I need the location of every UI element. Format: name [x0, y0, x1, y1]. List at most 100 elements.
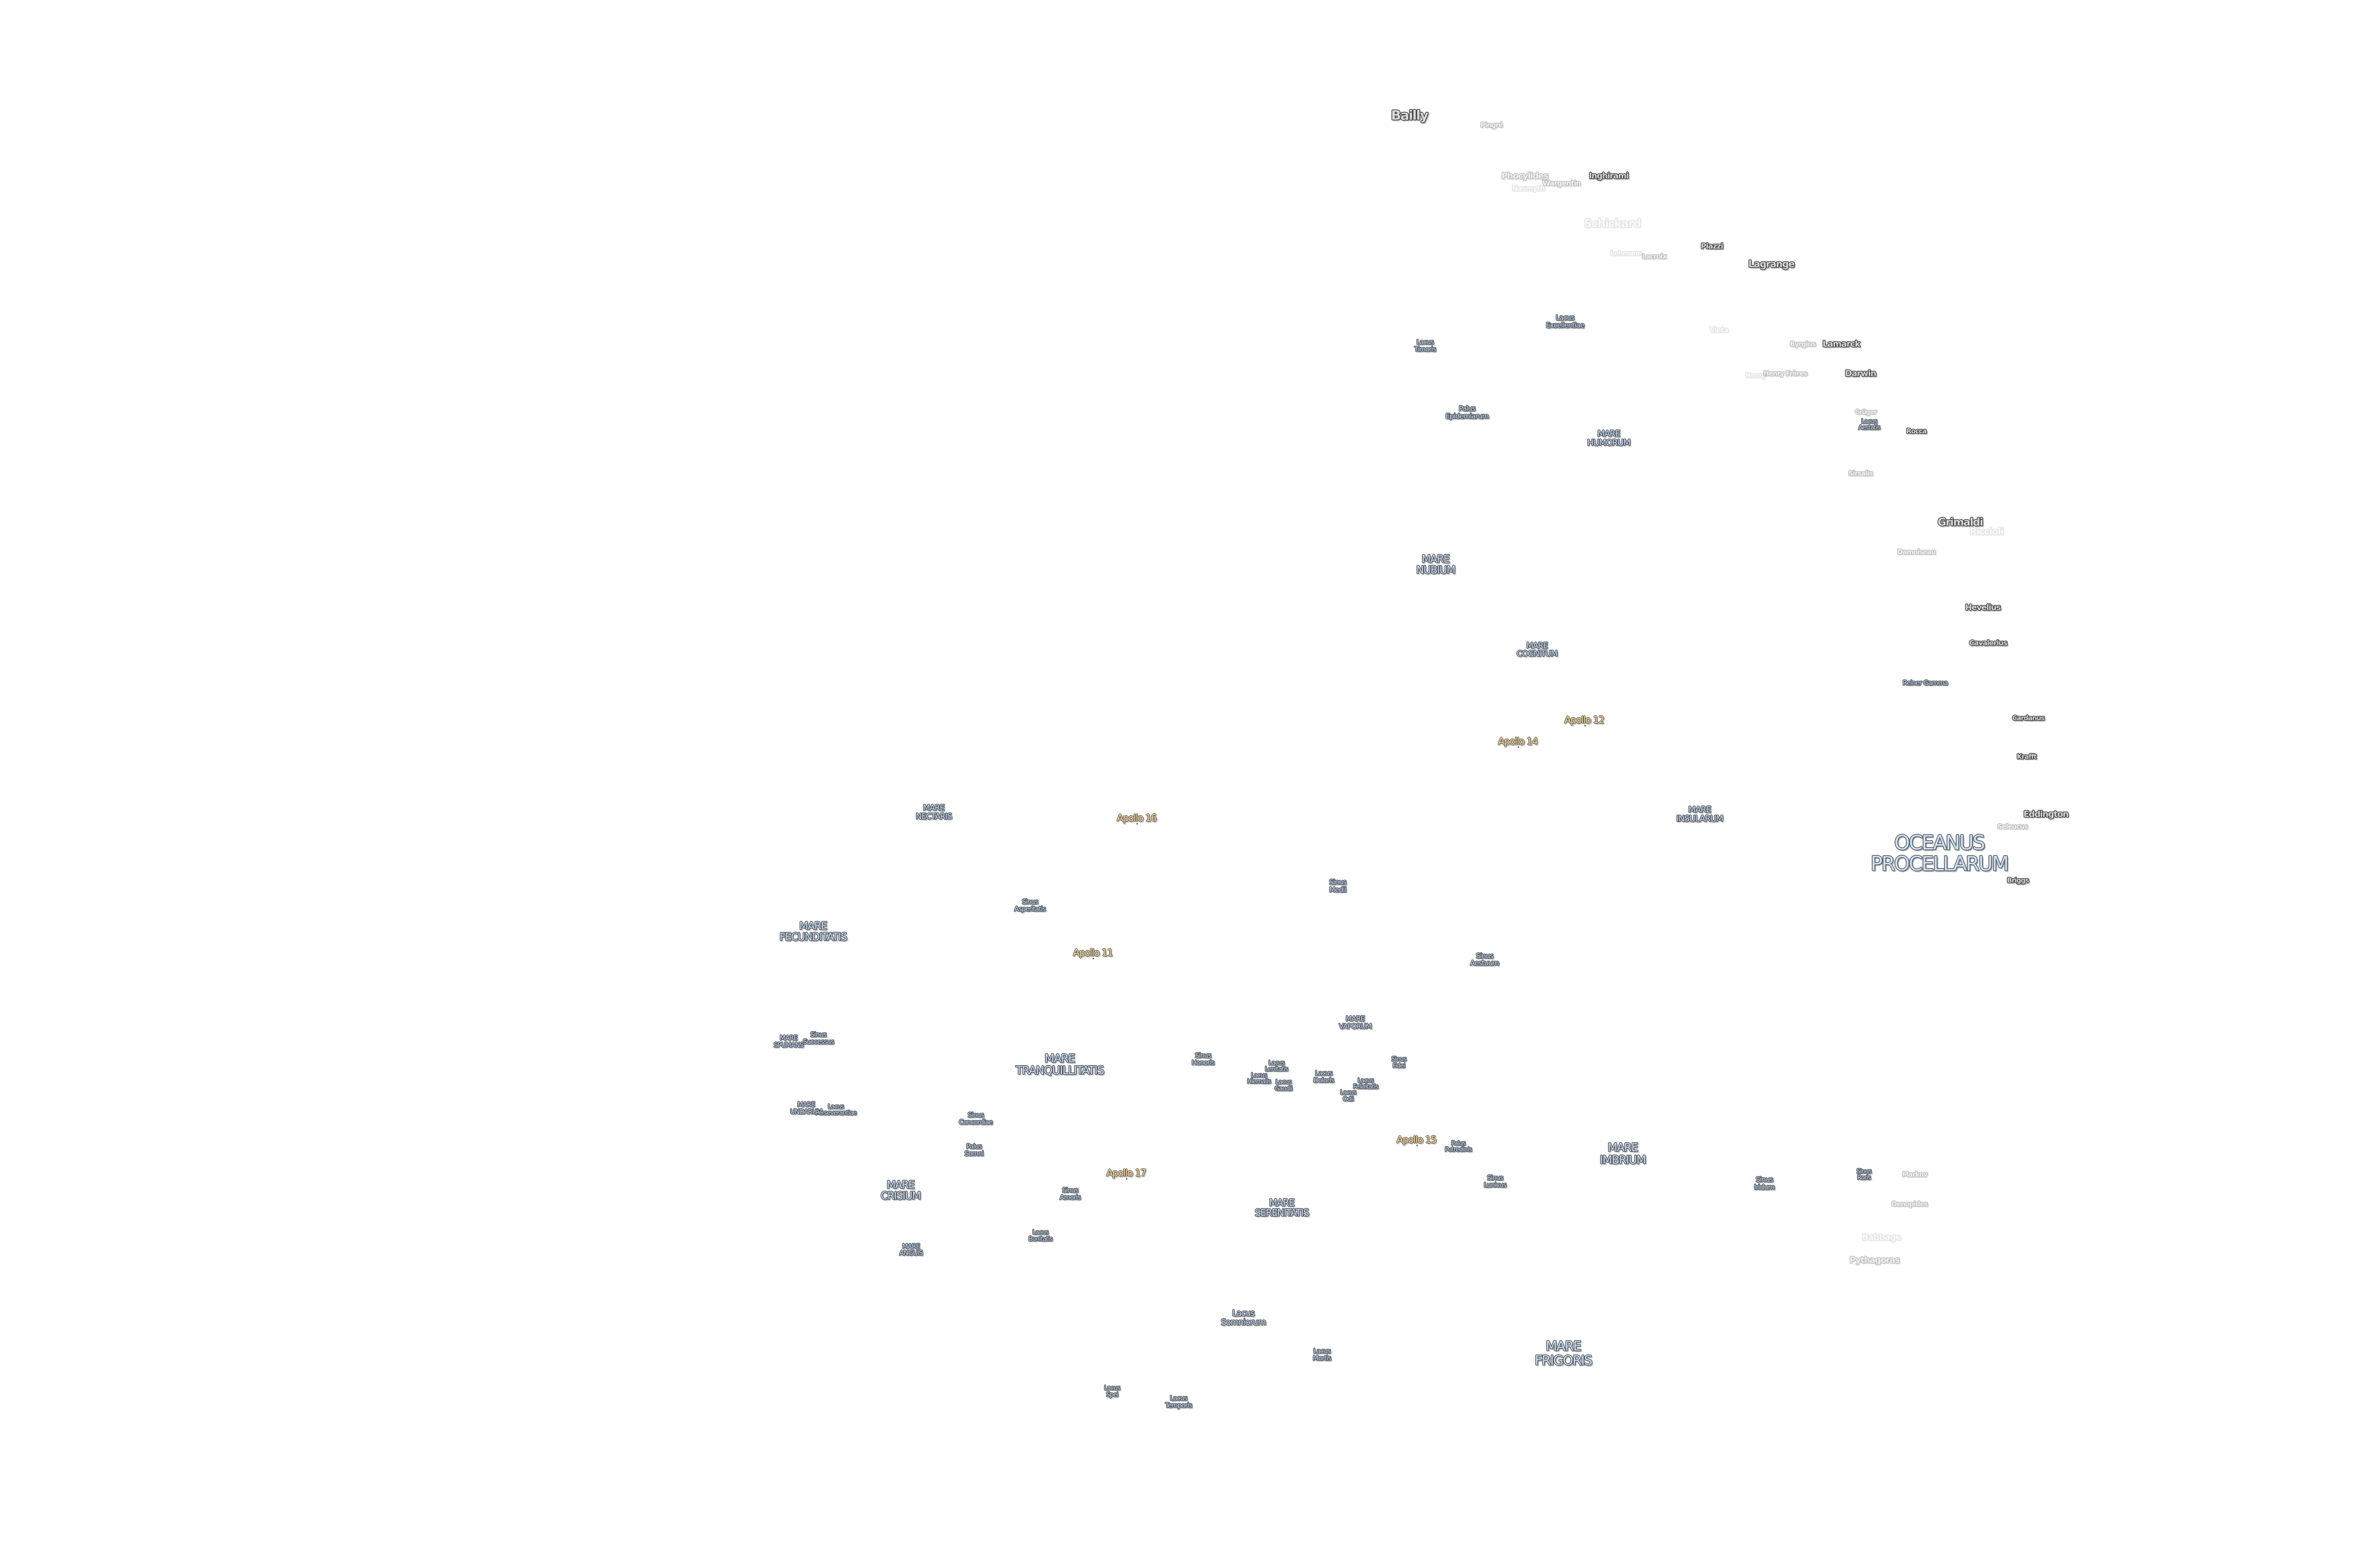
landing-site-marker-icon	[1517, 746, 1519, 748]
label-text: Lacus Spei	[1104, 1384, 1121, 1399]
crater-label-cardanus: Cardanus	[2012, 715, 2044, 722]
mare-label-mare-serenitatis: MARE SERENITATIS	[1255, 1198, 1309, 1218]
crater-label-byrgius: Byrgius	[1790, 340, 1816, 348]
label-text: Riccioli	[1969, 525, 2004, 537]
label-text: MARE HUMORUM	[1587, 429, 1631, 448]
crater-label-oenopides: Oenopides	[1891, 1201, 1928, 1208]
crater-label-schickard: Schickard	[1584, 217, 1641, 230]
label-text: Henry	[1745, 372, 1766, 380]
label-text: Lacus Felicitatis	[1353, 1077, 1378, 1091]
label-text: MARE ANGUIS	[899, 1242, 923, 1257]
mare-label-mare-cognitum: MARE COGNITUM	[1517, 642, 1558, 659]
label-text: Briggs	[2007, 877, 2029, 885]
crater-label-lamarck: Lamarck	[1823, 339, 1861, 349]
label-text: Henry Frères	[1763, 370, 1808, 378]
label-text: Wargentin	[1542, 178, 1581, 188]
mare-label-lacus-bonitatis: Lacus Bonitatis	[1029, 1229, 1053, 1243]
label-text: MARE IMBRIUM	[1599, 1141, 1646, 1166]
mare-label-lacus-mortis: Lacus Mortis	[1313, 1348, 1331, 1362]
crater-label-henry-freres: Henry Frères	[1763, 370, 1808, 378]
label-text: Lacus Timoris	[1414, 338, 1436, 354]
crater-label-phocylides: Phocylides	[1501, 172, 1548, 181]
label-text: Lacus Aestatis	[1858, 418, 1881, 432]
landing-site-marker-icon	[1092, 958, 1094, 959]
crater-label-vieta: Vieta	[1709, 326, 1728, 334]
label-text: MARE UNDARUM	[790, 1101, 823, 1116]
label-text: Palus Putredinis	[1445, 1140, 1472, 1154]
label-text: Krafft	[2017, 753, 2037, 761]
label-text: OCEANUS PROCELLARUM	[1870, 830, 2009, 875]
crater-label-cruger: Crüger	[1855, 409, 1877, 416]
label-text: MARE TRANQUILLITATIS	[1015, 1051, 1104, 1077]
crater-label-eddington: Eddington	[2023, 809, 2069, 820]
label-text: Darwin	[1845, 368, 1876, 379]
label-text: Nasmyth	[1512, 184, 1545, 193]
mare-label-mare-nectaris: MARE NECTARIS	[916, 804, 952, 821]
label-text: Bailly	[1391, 107, 1428, 123]
crater-label-pingre: Pingré	[1480, 122, 1503, 129]
label-text: Vieta	[1709, 326, 1728, 335]
label-text: Sinus Roris	[1856, 1167, 1872, 1182]
mare-label-lacus-doloris: Lacus Doloris	[1313, 1070, 1334, 1084]
mare-label-lacus-gaudii: Lacus Gaudii	[1275, 1079, 1293, 1092]
crater-label-henry: Henry	[1745, 372, 1766, 379]
mare-label-sinus-roris: Sinus Roris	[1856, 1167, 1872, 1182]
crater-label-darwin: Darwin	[1845, 368, 1876, 379]
mare-label-sinus-lunicus: Sinus Lunicus	[1484, 1175, 1507, 1189]
label-text: Sinus Successus	[803, 1031, 834, 1046]
label-text: Lacus Mortis	[1313, 1347, 1331, 1362]
mare-label-lacus-somniorum: Lacus Somniorum	[1221, 1309, 1266, 1327]
mare-label-mare-nubium: MARE NUBIUM	[1416, 554, 1456, 575]
crater-label-hevelius: Hevelius	[1965, 604, 2001, 613]
mare-label-lacus-felicitatis: Lacus Felicitatis	[1353, 1077, 1378, 1090]
label-text: Apollo 15	[1397, 1134, 1437, 1146]
label-text: MARE SERENITATIS	[1255, 1197, 1309, 1219]
label-text: MARE SPUMANS	[774, 1034, 804, 1049]
label-text: Sinus Asperitatis	[1014, 898, 1046, 913]
crater-label-piazzi: Piazzi	[1701, 242, 1723, 251]
label-text: Apollo 16	[1117, 812, 1157, 824]
label-text: Babbage	[1862, 1232, 1901, 1243]
crater-label-riccioli: Riccioli	[1969, 525, 2004, 537]
mare-label-sinus-aestuum: Sinus Aestuum	[1470, 952, 1499, 968]
mare-label-mare-insularum: MARE INSULARUM	[1676, 805, 1724, 824]
label-text: MARE FECUNDITATIS	[779, 920, 847, 943]
label-text: Sinus Fidei	[1391, 1056, 1407, 1070]
label-text: Byrgius	[1790, 340, 1816, 348]
mare-label-lacus-temporis: Lacus Temporis	[1165, 1395, 1192, 1409]
label-text: MARE NECTARIS	[915, 803, 952, 822]
mare-label-lacus-hiemalis: Lacus Hiemalis	[1247, 1072, 1271, 1085]
mare-label-lacus-odii: Lacus Odii	[1340, 1089, 1357, 1103]
label-text: Sinus Amoris	[1060, 1186, 1081, 1201]
crater-label-rocca: Rocca	[1906, 428, 1927, 435]
label-text: Lacus Excellentiae	[1546, 313, 1585, 329]
crater-label-sirsalis: Sirsalis	[1848, 470, 1873, 477]
label-text: Palus Epidemiarum	[1445, 404, 1489, 420]
mare-label-palus-epidemiarum: Palus Epidemiarum	[1445, 404, 1489, 420]
landing-site-label-apollo-16: Apollo 16	[1117, 812, 1157, 825]
label-text: MARE VAPORUM	[1339, 1014, 1372, 1030]
label-text: Cardanus	[2012, 714, 2045, 722]
mare-label-sinus-asperitatis: Sinus Asperitatis	[1014, 899, 1046, 912]
label-text: Lacus Perseverantiae	[815, 1103, 857, 1117]
mare-label-lacus-timoris: Lacus Timoris	[1414, 339, 1436, 353]
label-text: Lagrange	[1748, 258, 1795, 270]
label-text: Phocylides	[1501, 171, 1548, 181]
mare-label-lacus-lenitatis: Lacus Lenitatis	[1265, 1060, 1288, 1073]
label-text: Palus Somni	[964, 1143, 983, 1158]
label-text: Sinus Aestuum	[1470, 951, 1499, 968]
landing-site-marker-icon	[1584, 725, 1586, 727]
label-text: MARE FRIGORIS	[1535, 1338, 1592, 1368]
label-text: Pythagoras	[1849, 1255, 1900, 1265]
label-text: Apollo 14	[1498, 735, 1538, 747]
mare-label-sinus-concordiae: Sinus Concordiae	[959, 1112, 993, 1126]
landing-site-label-apollo-14: Apollo 14	[1498, 735, 1538, 748]
label-text: Eddington	[2023, 809, 2069, 820]
mare-label-palus-putredinis: Palus Putredinis	[1445, 1140, 1472, 1153]
crater-label-pythagoras: Pythagoras	[1849, 1255, 1900, 1265]
crater-label-lagrange: Lagrange	[1748, 258, 1795, 270]
crater-label-krafft: Krafft	[2017, 753, 2037, 761]
mare-label-mare-vaporum: MARE VAPORUM	[1339, 1014, 1372, 1030]
mare-label-sinus-honoris: Sinus Honoris	[1192, 1052, 1215, 1066]
